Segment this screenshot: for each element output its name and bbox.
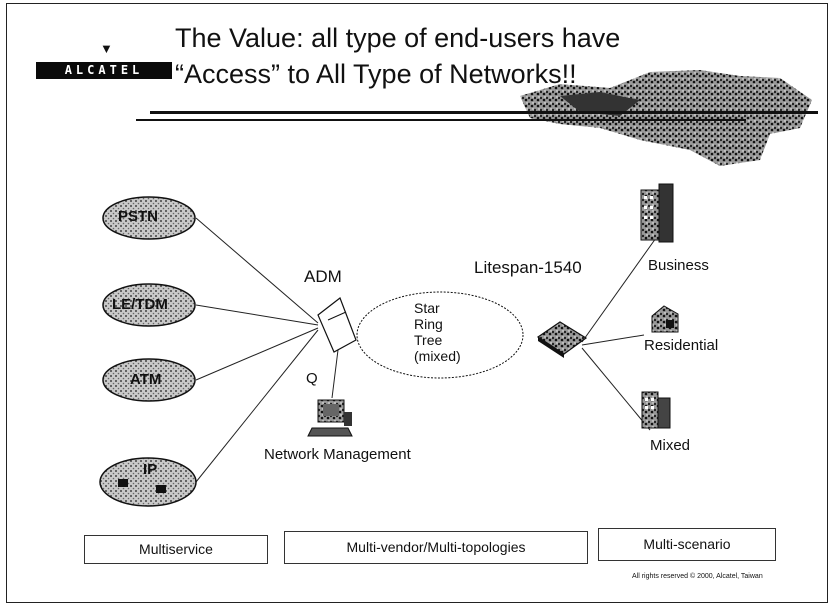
network-management-label: Network Management — [264, 446, 411, 463]
business-building-icon — [640, 183, 674, 243]
network-label-atm: ATM — [130, 371, 162, 388]
ring-line-mixed: (mixed) — [414, 348, 461, 364]
alcatel-logo: ALCATEL — [36, 62, 172, 79]
network-ip — [99, 457, 197, 507]
litespan-label: Litespan-1540 — [474, 258, 582, 277]
network-label-ip: IP — [143, 461, 158, 478]
ring-topology-ellipse — [356, 291, 524, 379]
adm-device-icon — [317, 297, 357, 353]
title-rule-lower — [136, 119, 746, 121]
endpoint-label-business: Business — [648, 257, 709, 274]
title-rule-upper — [150, 111, 818, 114]
q-interface-label: Q — [306, 370, 318, 387]
adm-label: ADM — [304, 267, 342, 286]
network-label-le-tdm: LE/TDM — [112, 296, 168, 313]
logo-mark-icon: ▼ — [100, 41, 113, 56]
ring-topology-label: Star Ring Tree (mixed) — [414, 300, 461, 364]
ring-line-star: Star — [414, 300, 440, 316]
endpoint-label-residential: Residential — [644, 337, 719, 354]
box-multiservice: Multiservice — [84, 535, 268, 564]
network-le-tdm — [102, 283, 196, 327]
connection-lines — [195, 217, 657, 483]
litespan-device-icon — [536, 321, 588, 358]
mixed-building-icon — [641, 391, 671, 429]
network-management-computer-icon — [307, 399, 353, 437]
ring-line-tree: Tree — [414, 332, 443, 348]
network-label-pstn: PSTN — [118, 208, 159, 225]
box-multi-vendor: Multi-vendor/Multi-topologies — [284, 531, 588, 564]
endpoint-label-mixed: Mixed — [650, 437, 691, 454]
ring-line-ring: Ring — [414, 316, 443, 332]
box-multi-scenario: Multi-scenario — [598, 528, 776, 561]
slide-title-line1: The Value: all type of end-users have — [175, 23, 621, 53]
network-pstn — [102, 196, 196, 240]
copyright-footer: All rights reserved © 2000, Alcatel, Tai… — [632, 573, 763, 580]
slide-title-line2: “Access” to All Type of Networks!! — [175, 59, 577, 89]
header-photo-collage — [520, 70, 812, 166]
residential-house-icon — [651, 305, 679, 333]
network-atm — [102, 358, 196, 402]
